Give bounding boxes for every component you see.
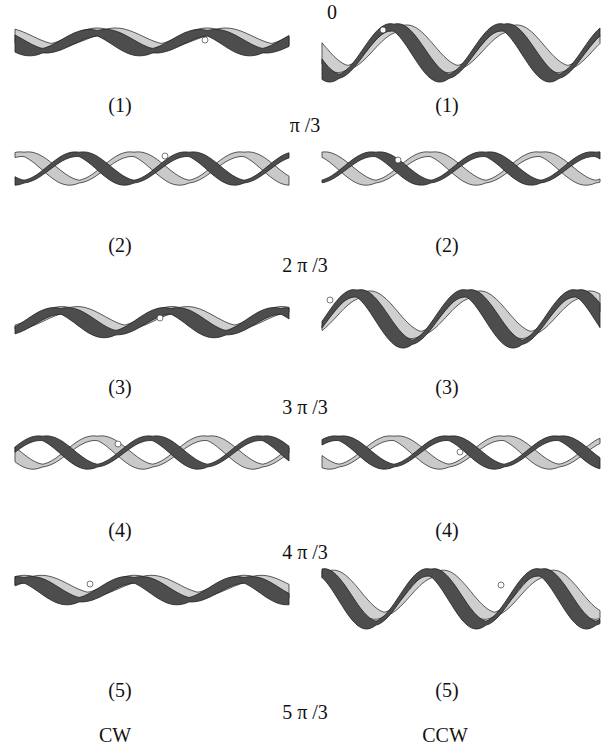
- ribbon: [15, 436, 289, 469]
- column-label: CCW: [422, 725, 468, 745]
- ribbon-back: [15, 152, 289, 185]
- ribbon-front: [15, 152, 289, 185]
- ribbon-front: [15, 308, 289, 338]
- phase-label: 0: [327, 2, 337, 22]
- ribbon-back: [15, 436, 289, 469]
- ribbon: [322, 436, 600, 469]
- marker-dot: [498, 582, 504, 588]
- panel-number: (1): [108, 95, 131, 115]
- ribbon-back: [322, 436, 600, 469]
- phase-label: 2 π /3: [282, 255, 328, 275]
- panel-number: (3): [435, 377, 458, 397]
- ribbon: [15, 307, 289, 338]
- ribbon-front: [15, 30, 289, 56]
- ribbon-back: [322, 152, 600, 185]
- column-label: CW: [99, 725, 131, 745]
- ribbon-front: [322, 24, 600, 82]
- marker-dot: [202, 37, 208, 43]
- marker-dot: [115, 441, 121, 447]
- ribbon: [15, 152, 289, 185]
- panel-number: (3): [108, 377, 131, 397]
- panel-number: (2): [108, 235, 131, 255]
- panel-number: (5): [108, 680, 131, 700]
- ribbon-front: [322, 569, 600, 629]
- phase-label: 4 π /3: [282, 542, 328, 562]
- ribbon-front: [322, 152, 600, 185]
- ribbon-front: [15, 436, 289, 469]
- panel-number: (4): [108, 520, 131, 540]
- marker-dot: [157, 315, 163, 321]
- phase-label: 3 π /3: [282, 397, 328, 417]
- ribbon: [15, 575, 289, 605]
- ribbon: [322, 290, 600, 348]
- ribbon-front: [322, 436, 600, 469]
- ribbon: [322, 569, 600, 629]
- marker-dot: [380, 27, 386, 33]
- marker-dot: [395, 157, 401, 163]
- marker-dot: [327, 297, 333, 303]
- phase-label: π /3: [290, 115, 321, 135]
- panel-number: (5): [435, 680, 458, 700]
- phase-label: 5 π /3: [282, 702, 328, 722]
- ribbon-front: [322, 290, 600, 348]
- ribbon: [15, 28, 289, 56]
- marker-dot: [162, 153, 168, 159]
- panel-number: (1): [435, 95, 458, 115]
- ribbon: [322, 24, 600, 82]
- marker-dot: [457, 449, 463, 455]
- panel-number: (4): [435, 520, 458, 540]
- marker-dot: [87, 581, 93, 587]
- ribbon-front: [15, 577, 289, 605]
- ribbon: [322, 152, 600, 185]
- panel-number: (2): [435, 235, 458, 255]
